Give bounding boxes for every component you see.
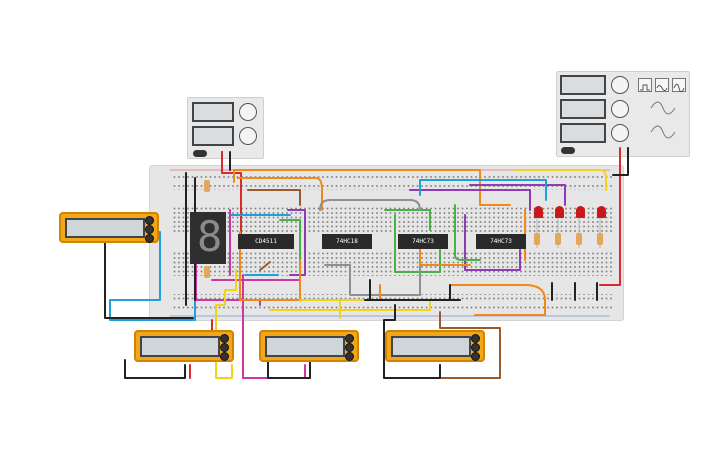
led-3[interactable] xyxy=(576,206,585,218)
wave-preview-2-icon xyxy=(649,124,677,140)
led-4[interactable] xyxy=(597,206,606,218)
offset-display xyxy=(560,123,606,143)
jack[interactable] xyxy=(471,334,480,343)
jack[interactable] xyxy=(345,334,354,343)
jack[interactable] xyxy=(220,343,229,352)
jack[interactable] xyxy=(345,352,354,361)
jack[interactable] xyxy=(145,234,154,243)
ic-74hc73-2[interactable]: 74HC73 xyxy=(476,234,526,249)
multimeter-1-display xyxy=(140,336,220,357)
jack[interactable] xyxy=(145,225,154,234)
amplitude-display xyxy=(560,99,606,119)
jack[interactable] xyxy=(220,334,229,343)
current-knob[interactable] xyxy=(239,127,257,145)
generator-power-toggle[interactable] xyxy=(561,147,575,154)
wave-preview-1-icon xyxy=(649,100,677,116)
multimeter-3-display xyxy=(391,336,471,357)
multimeter-bottom-3[interactable] xyxy=(385,330,485,362)
jack[interactable] xyxy=(471,352,480,361)
ic-cd4511[interactable]: CD4511 xyxy=(238,234,294,249)
frequency-display xyxy=(560,75,606,95)
multimeter-left[interactable] xyxy=(59,212,159,243)
square-wave-icon[interactable] xyxy=(638,78,652,92)
jack[interactable] xyxy=(345,343,354,352)
multimeter-2-display xyxy=(265,336,345,357)
triangle-wave-icon[interactable] xyxy=(655,78,669,92)
resistor-column[interactable] xyxy=(200,178,214,298)
current-display xyxy=(192,126,234,146)
function-generator[interactable] xyxy=(556,71,690,157)
seven-segment-display[interactable]: 8 xyxy=(190,212,226,264)
multimeter-bottom-2[interactable] xyxy=(259,330,359,362)
offset-knob[interactable] xyxy=(611,124,629,142)
multimeter-bottom-1[interactable] xyxy=(134,330,234,362)
led-2[interactable] xyxy=(555,206,564,218)
ic-74hc18[interactable]: 74HC18 xyxy=(322,234,372,249)
sine-wave-icon[interactable] xyxy=(672,78,686,93)
frequency-knob[interactable] xyxy=(611,76,629,94)
voltage-display xyxy=(192,102,234,122)
amplitude-knob[interactable] xyxy=(611,100,629,118)
jack[interactable] xyxy=(145,216,154,225)
dc-power-supply[interactable] xyxy=(187,97,264,159)
led-1[interactable] xyxy=(534,206,543,218)
jack[interactable] xyxy=(220,352,229,361)
power-toggle-icon[interactable] xyxy=(193,150,207,157)
digit: 8 xyxy=(197,212,223,261)
jack[interactable] xyxy=(471,343,480,352)
ic-74hc73-1[interactable]: 74HC73 xyxy=(398,234,448,249)
multimeter-left-display xyxy=(65,218,145,238)
voltage-knob[interactable] xyxy=(239,103,257,121)
resistor-array[interactable] xyxy=(520,218,620,258)
